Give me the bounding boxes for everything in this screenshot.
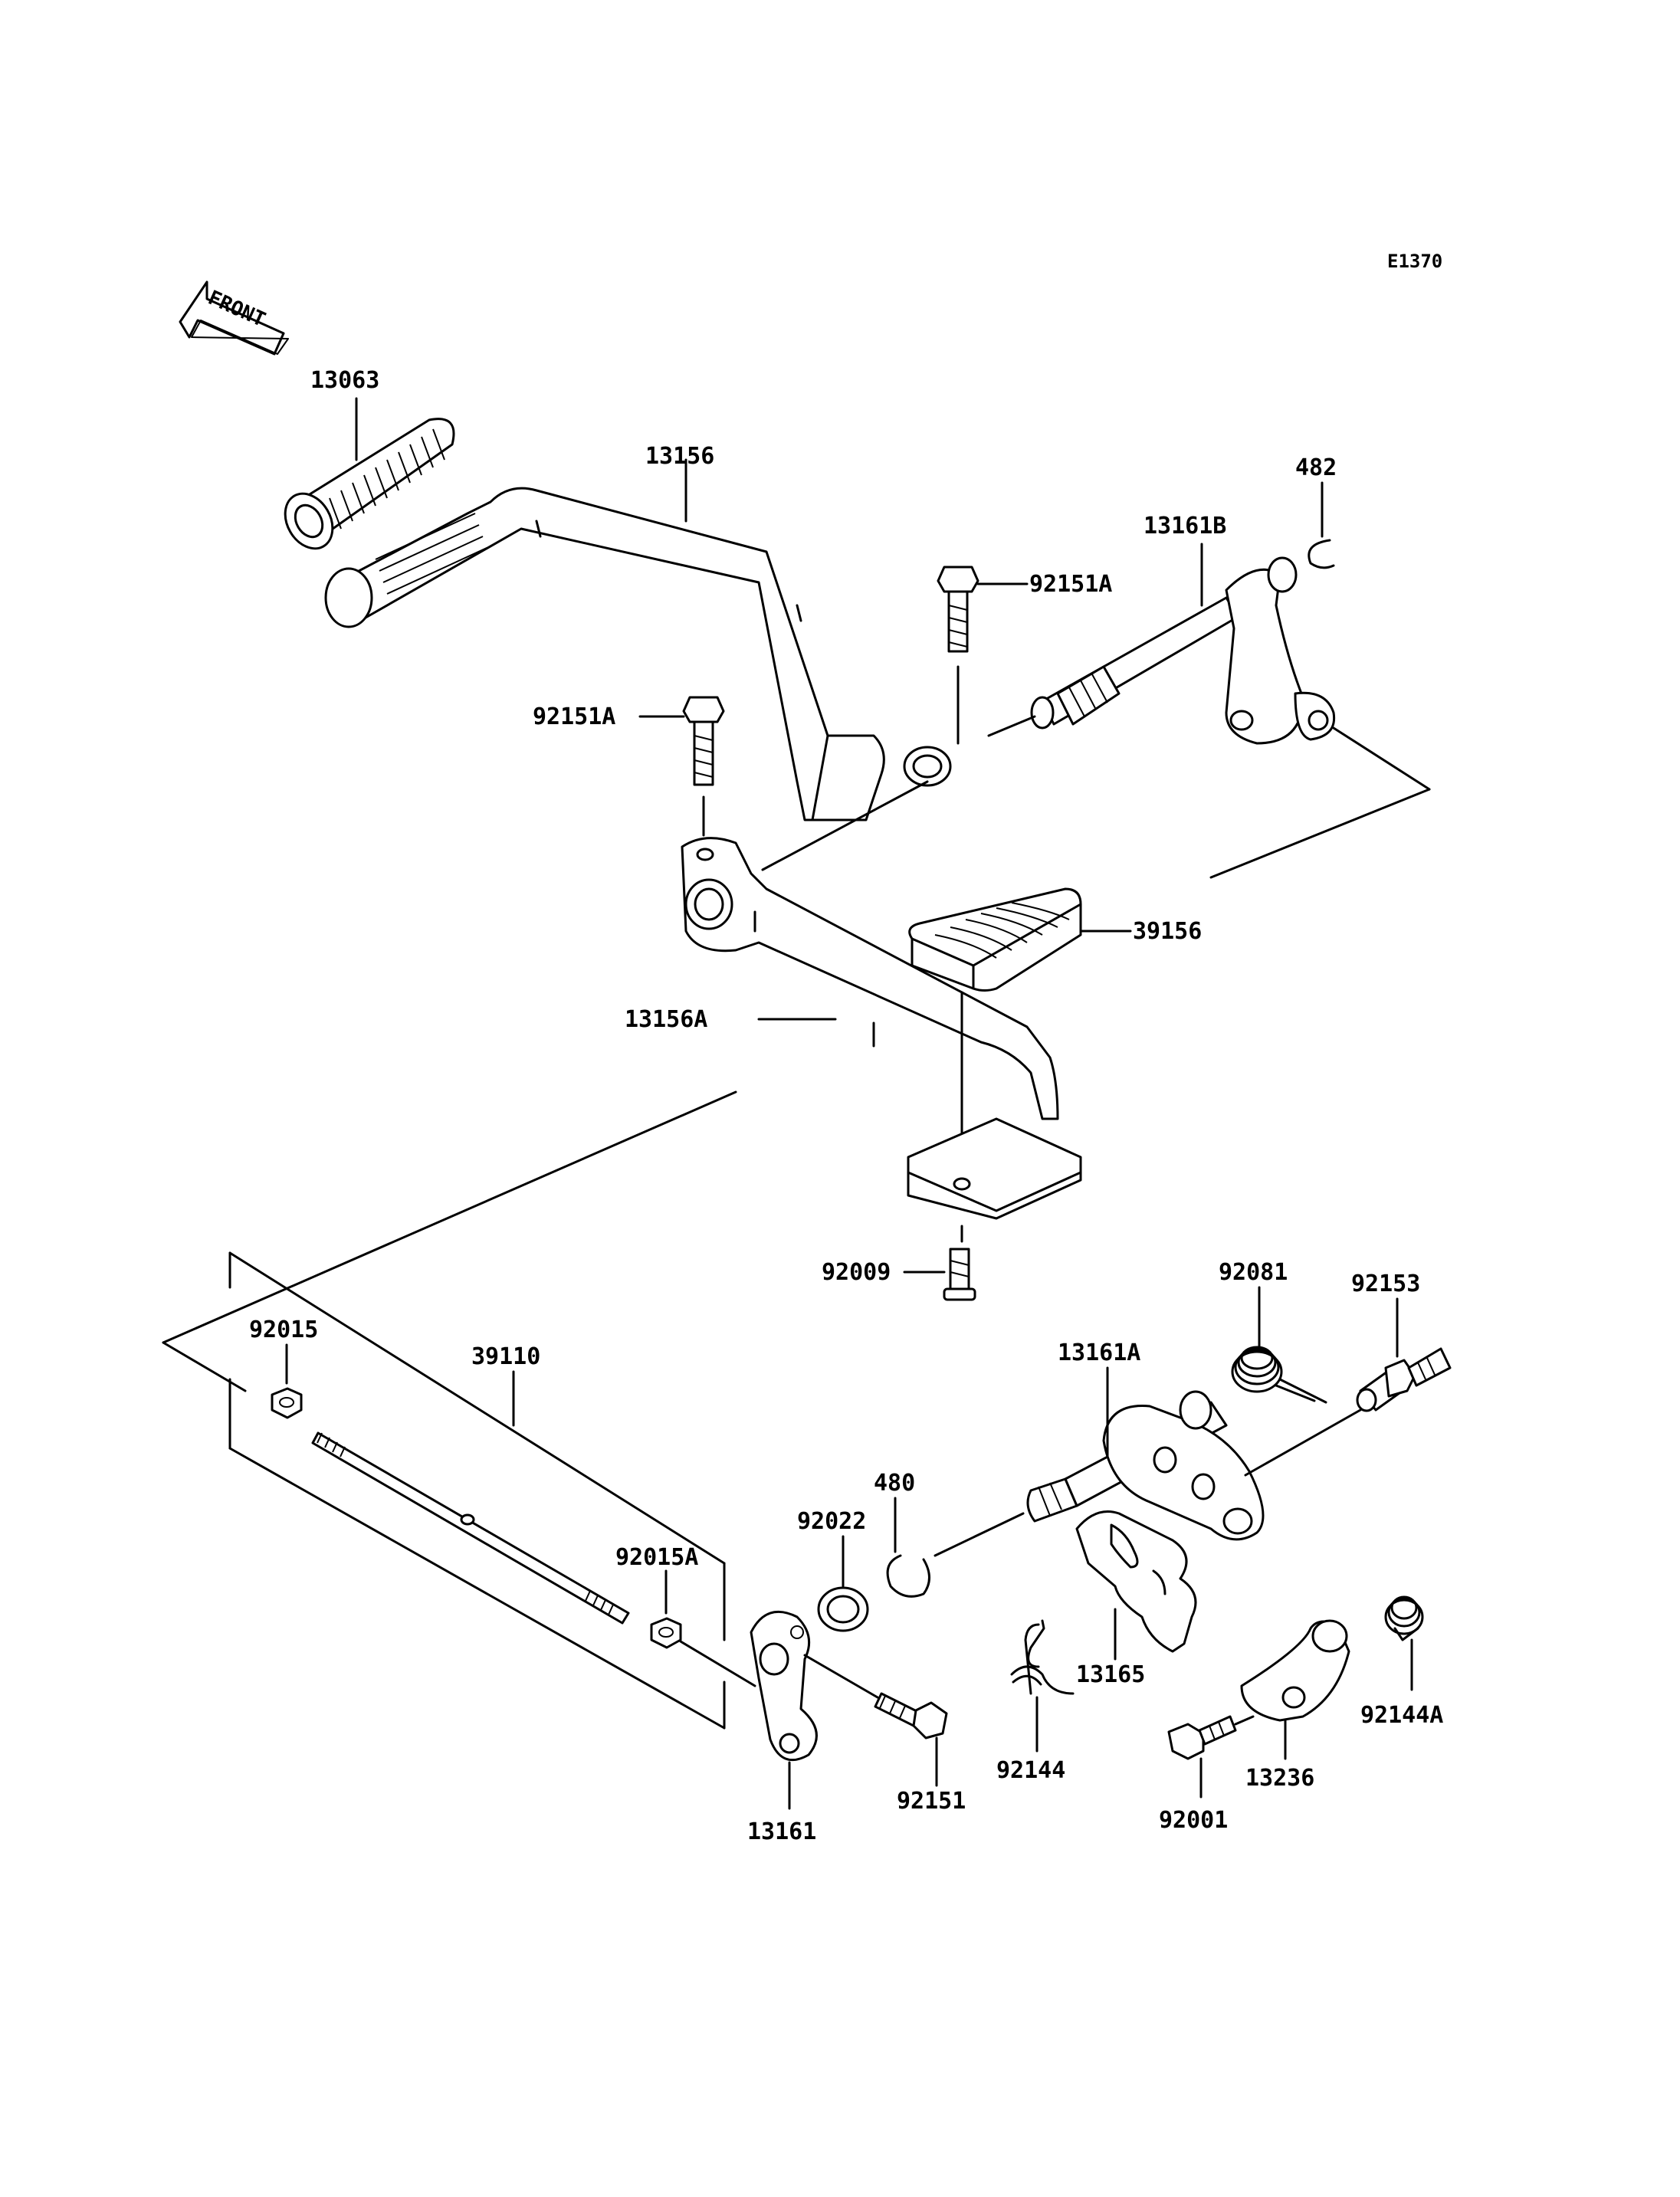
bolt-92153 — [1356, 1347, 1452, 1412]
bolt-92151 — [874, 1692, 948, 1740]
label-92022: 92022 — [797, 1508, 866, 1535]
shift-shaft-13161A — [1026, 1390, 1265, 1541]
label-92151A-top: 92151A — [1029, 571, 1112, 598]
front-arrow-icon: FRONT — [179, 280, 289, 356]
label-92153: 92153 — [1351, 1271, 1420, 1297]
label-13156A: 13156A — [625, 1006, 707, 1033]
label-92151A-mid: 92151A — [533, 703, 615, 730]
shift-lever-part — [324, 487, 952, 821]
arm-13236 — [1240, 1619, 1350, 1722]
label-92015A: 92015A — [615, 1544, 698, 1571]
bolt-92001 — [1167, 1715, 1237, 1760]
nut-92015A — [650, 1617, 682, 1649]
bolt-92151A-mid — [682, 696, 725, 786]
label-13063: 13063 — [310, 367, 379, 394]
brake-lever-part — [681, 837, 1059, 1120]
label-92015: 92015 — [249, 1317, 318, 1343]
bolt-92009 — [943, 1248, 976, 1301]
label-92081: 92081 — [1219, 1259, 1288, 1286]
washer-92022 — [817, 1586, 869, 1632]
spring-92081 — [1231, 1346, 1327, 1404]
label-39156: 39156 — [1133, 918, 1202, 945]
e-clip-482 — [1308, 539, 1335, 569]
label-92144A: 92144A — [1360, 1702, 1443, 1729]
shift-shaft-13161B — [1030, 556, 1336, 745]
label-92144: 92144 — [996, 1757, 1065, 1784]
circlip-480 — [886, 1554, 930, 1598]
spring-92144 — [1010, 1619, 1075, 1695]
label-13161B: 13161B — [1144, 513, 1226, 539]
brake-pedal-plate-part — [907, 1117, 1082, 1220]
shift-arm-13161 — [750, 1610, 818, 1762]
label-482: 482 — [1295, 454, 1337, 481]
label-13236: 13236 — [1245, 1765, 1314, 1792]
label-92001: 92001 — [1159, 1807, 1228, 1834]
label-13156: 13156 — [645, 443, 714, 470]
plate-13165 — [1075, 1510, 1197, 1653]
label-13161A: 13161A — [1058, 1340, 1140, 1366]
label-92151: 92151 — [897, 1788, 966, 1815]
label-92009: 92009 — [822, 1259, 891, 1286]
bolt-92151A-top — [937, 566, 979, 653]
label-13165: 13165 — [1076, 1661, 1145, 1688]
diagram-code: E1370 — [1387, 251, 1442, 272]
nut-92015 — [271, 1387, 303, 1419]
shift-rod-39110 — [311, 1431, 630, 1625]
spring-92144A — [1384, 1595, 1424, 1641]
grip-rubber-part — [284, 418, 455, 550]
label-480: 480 — [874, 1470, 915, 1497]
label-13161: 13161 — [747, 1818, 816, 1845]
label-39110: 39110 — [471, 1343, 540, 1370]
brake-pedal-pad-part — [908, 887, 1082, 992]
